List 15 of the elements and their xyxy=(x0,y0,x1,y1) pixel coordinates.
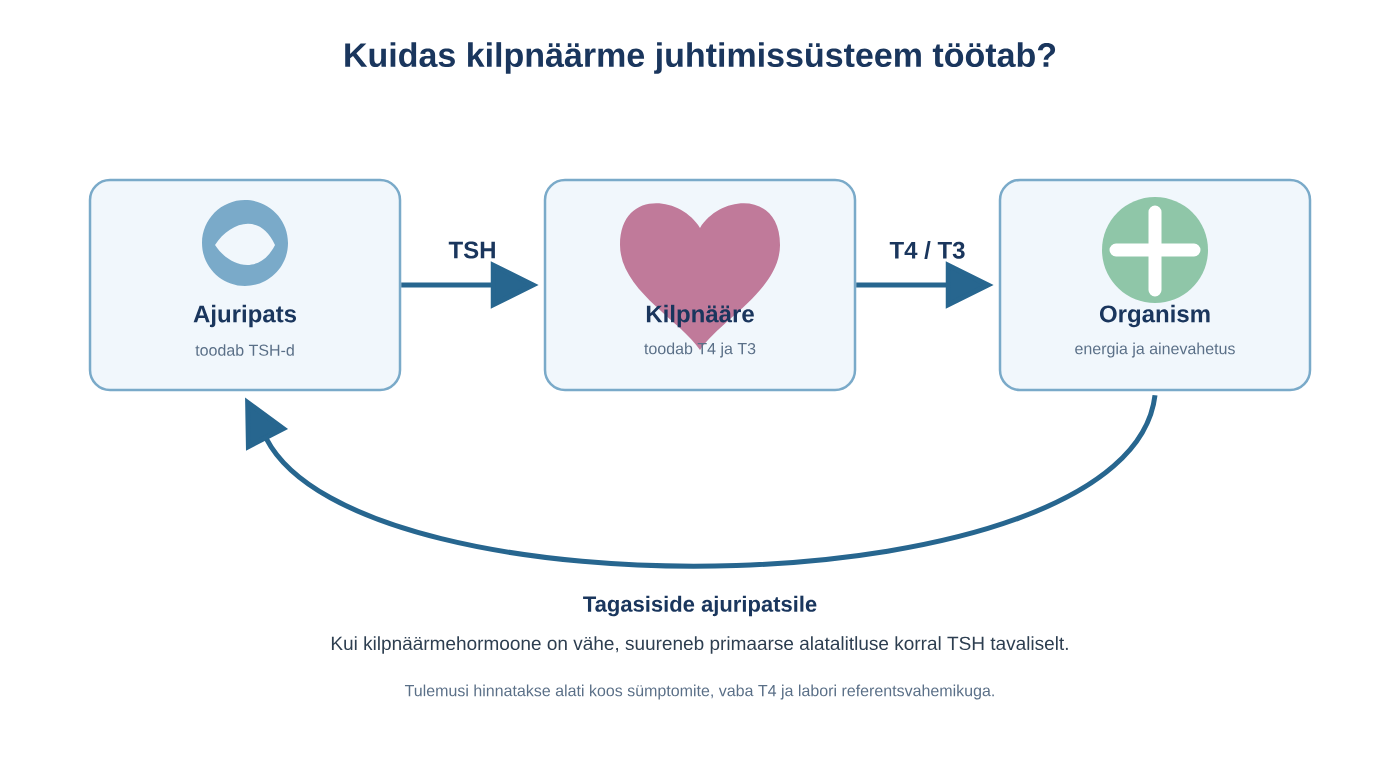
node-heading: Ajuripats xyxy=(193,304,297,328)
arrow xyxy=(245,394,1158,568)
explanation-text: Kui kilpnäärmehormoone on vähe, suureneb primaarse alatalitluse korral TSH tavaliselt. xyxy=(331,636,1068,654)
process-box xyxy=(88,178,402,392)
node-description: toodab TSH-d xyxy=(195,344,294,356)
process-box xyxy=(998,178,1312,392)
process-box xyxy=(543,178,857,392)
node-description: energia ja ainevahetus xyxy=(1075,342,1235,358)
title: Kuidas kilpnäärme juhtimissüsteem töötab? xyxy=(345,42,1056,74)
feedback-heading: Tagasiside ajuripatsile xyxy=(583,595,817,617)
edge-label: TSH xyxy=(448,241,495,259)
edge-label: T4 / T3 xyxy=(889,241,965,259)
node-description: toodab T4 ja T3 xyxy=(644,342,756,358)
node-heading: Organism xyxy=(1100,304,1210,328)
note-text: Tulemusi hinnatakse alati koos sümptomite, vaba T4 ja labori referentsvahemikuga. xyxy=(404,684,994,700)
